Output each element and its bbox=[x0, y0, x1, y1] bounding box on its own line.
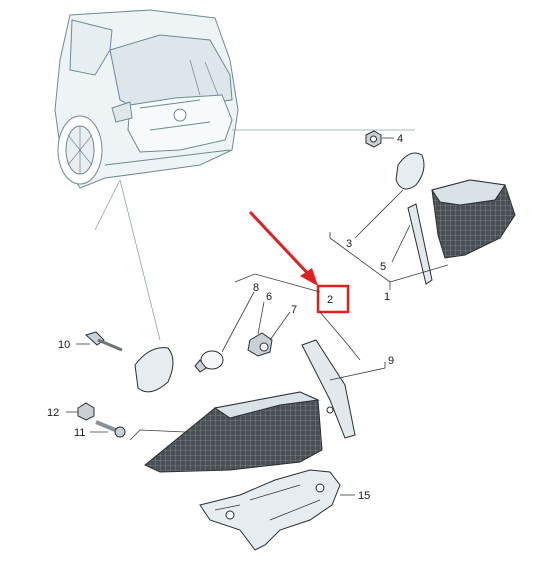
callout-10: 10 bbox=[58, 339, 70, 351]
outer-tail-lamp-part-1 bbox=[431, 179, 516, 259]
bracket-part-15 bbox=[199, 469, 341, 551]
bulb-part-8 bbox=[194, 350, 224, 373]
leader-3 bbox=[354, 189, 404, 239]
screw-part-10 bbox=[85, 331, 123, 352]
callout-7: 7 bbox=[291, 304, 297, 316]
callout-1: 1 bbox=[384, 291, 390, 303]
bracket-2 bbox=[234, 273, 361, 361]
callout-15: 15 bbox=[358, 490, 370, 502]
leader-7 bbox=[269, 311, 291, 341]
vehicle-rear-view bbox=[54, 9, 239, 189]
screw-part-11 bbox=[95, 420, 126, 438]
leader-6 bbox=[257, 301, 265, 335]
bolt-part-12 bbox=[77, 402, 95, 421]
callout-4: 4 bbox=[397, 133, 403, 145]
callout-3: 3 bbox=[346, 238, 352, 250]
callout-5: 5 bbox=[380, 261, 386, 273]
nut-part-7 bbox=[259, 342, 269, 352]
highlight-arrow bbox=[248, 210, 318, 286]
callout-8: 8 bbox=[253, 282, 259, 294]
callout-6: 6 bbox=[266, 291, 272, 303]
inner-lamp-cover bbox=[134, 347, 174, 393]
leader-9 bbox=[329, 362, 386, 381]
callout-2: 2 bbox=[327, 294, 333, 306]
callout-12: 12 bbox=[47, 407, 59, 419]
bracket-1 bbox=[329, 232, 449, 290]
seal-part-9 bbox=[301, 339, 356, 439]
projection-lines bbox=[94, 129, 415, 341]
highlight-box bbox=[316, 284, 350, 314]
cover-part-3 bbox=[395, 152, 425, 190]
leader-8 bbox=[221, 291, 255, 353]
leader-5 bbox=[391, 224, 411, 263]
bulb-holder-part-6 bbox=[247, 332, 273, 357]
nut-part-4 bbox=[365, 130, 382, 148]
inner-tail-lamp bbox=[144, 391, 323, 473]
callout-9: 9 bbox=[388, 355, 394, 367]
callout-11: 11 bbox=[74, 427, 85, 439]
bracket-11 bbox=[129, 429, 186, 441]
seal-part-5 bbox=[407, 203, 433, 285]
